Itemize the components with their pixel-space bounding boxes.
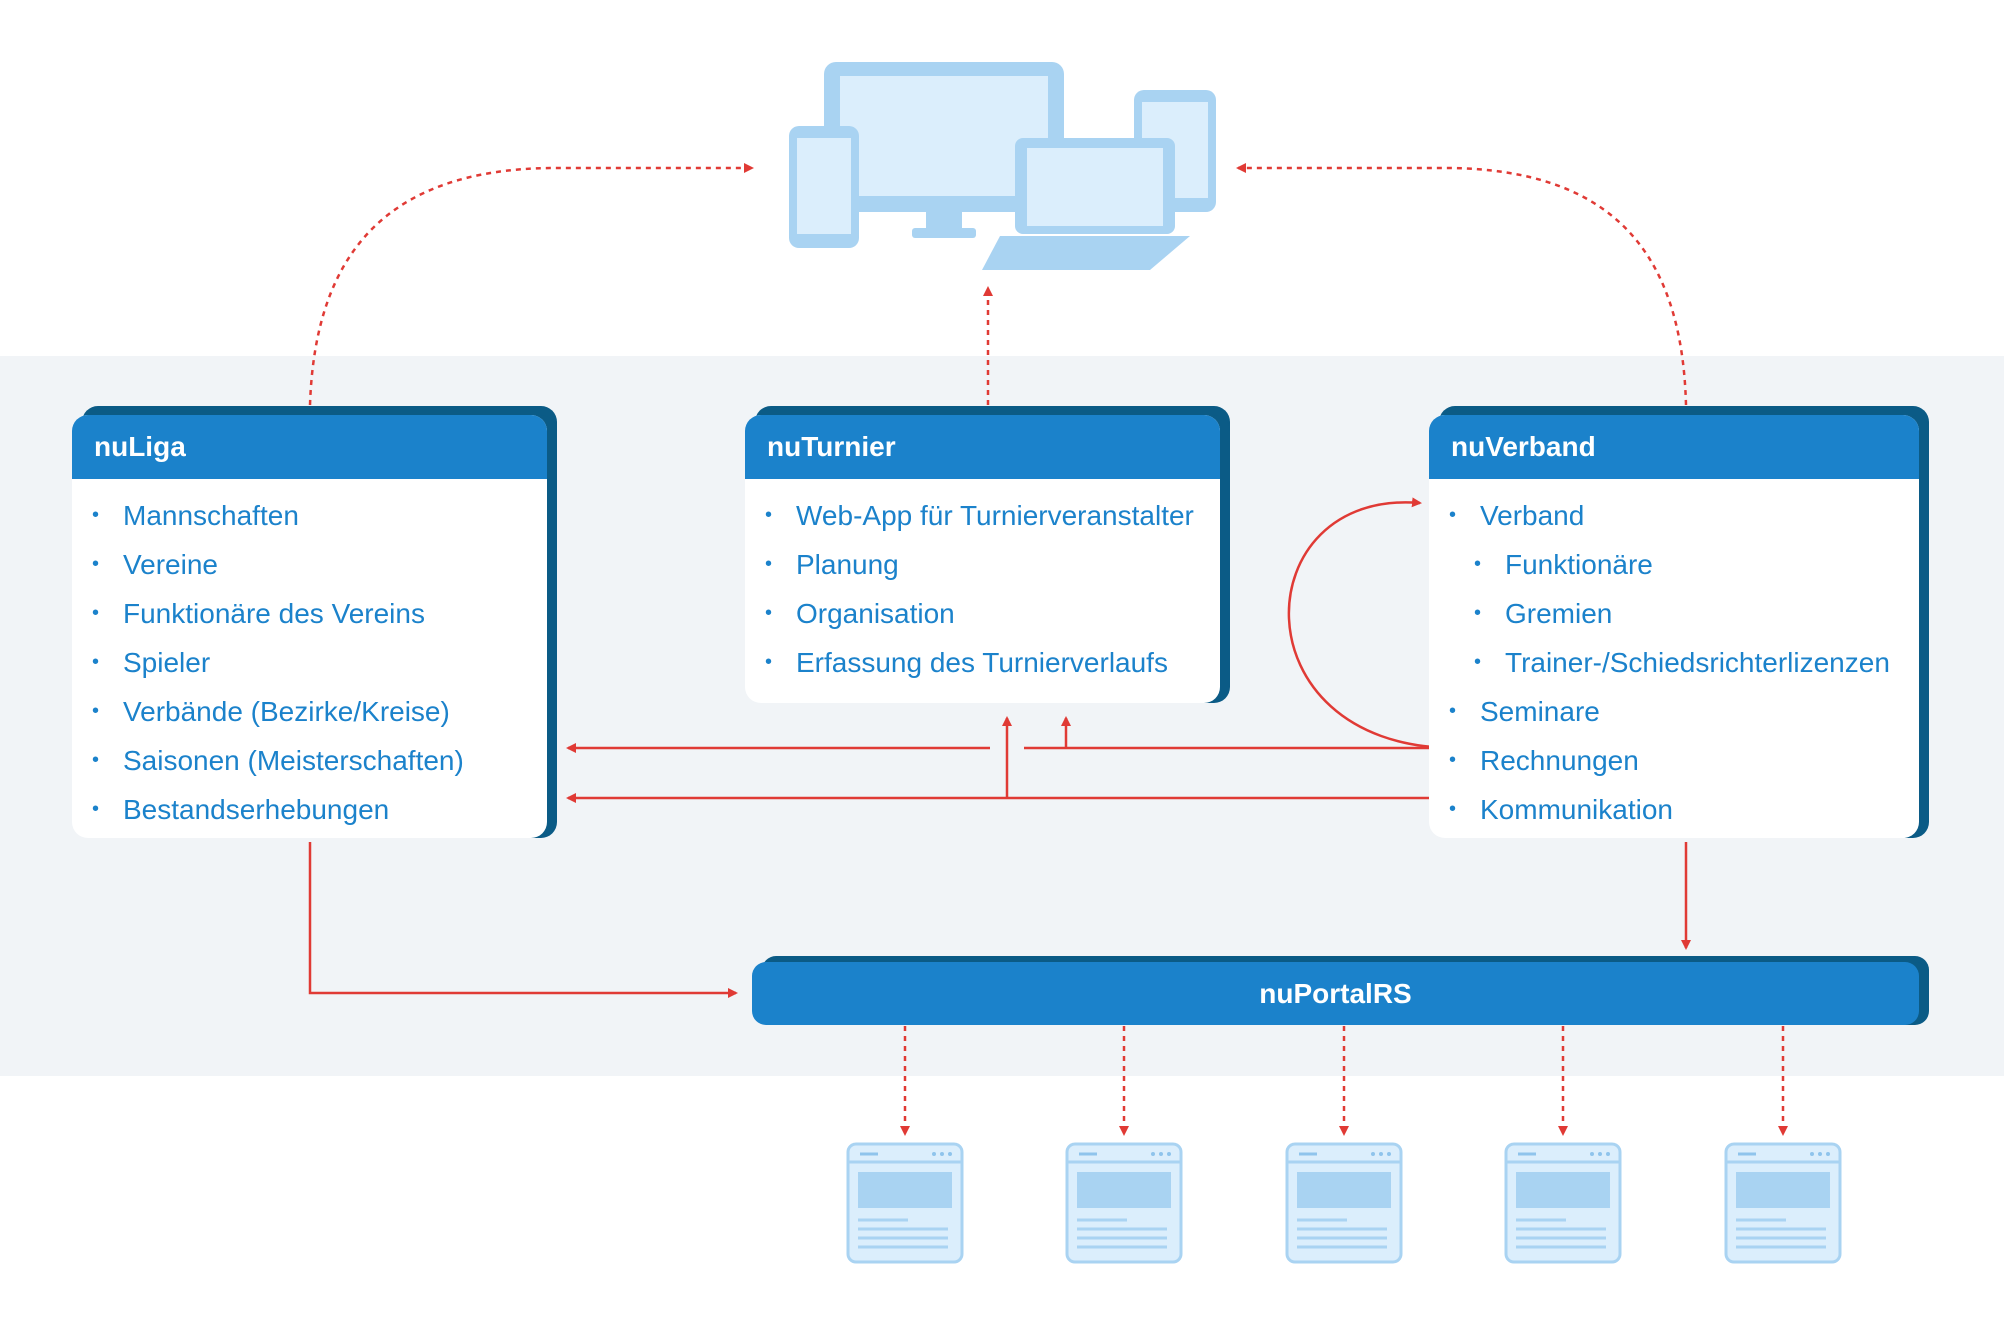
list-item: Kommunikation xyxy=(1429,785,1919,834)
web-page-icon xyxy=(1065,1142,1183,1264)
loop-arrow-rechnungen-to-verband xyxy=(1287,497,1453,750)
card-title: nuVerband xyxy=(1429,415,1919,479)
smartphone-icon xyxy=(789,126,859,248)
card-nuliga: nuLiga Mannschaften Vereine Funktionäre … xyxy=(72,415,547,838)
list-subitem: Gremien xyxy=(1429,589,1919,638)
web-page-icon xyxy=(846,1142,964,1264)
arrow-nuliga-to-portal xyxy=(308,842,738,998)
list-item: Bestandserhebungen xyxy=(72,785,547,834)
list-item: Planung xyxy=(745,540,1220,589)
list-item: Saisonen (Meisterschaften) xyxy=(72,736,547,785)
list-item: Funktionäre des Vereins xyxy=(72,589,547,638)
arrow-nuliga-to-devices xyxy=(308,163,754,406)
list-subitem: Funktionäre xyxy=(1429,540,1919,589)
web-page-icon xyxy=(1285,1142,1403,1264)
list-item: Web-App für Turnierveranstalter xyxy=(745,491,1220,540)
list-item: Verband xyxy=(1429,491,1919,540)
list-item: Rechnungen xyxy=(1429,736,1919,785)
list-item: Organisation xyxy=(745,589,1220,638)
item-list: Mannschaften Vereine Funktionäre des Ver… xyxy=(72,479,547,834)
list-item: Erfassung des Turnierverlaufs xyxy=(745,638,1220,687)
portal-page-arrows xyxy=(900,1026,1788,1136)
web-page-icon xyxy=(1504,1142,1622,1264)
list-item: Seminare xyxy=(1429,687,1919,736)
card-title: nuTurnier xyxy=(745,415,1220,479)
item-list: Verband Funktionäre Gremien Trainer-/Sch… xyxy=(1429,479,1919,834)
laptop-icon xyxy=(982,138,1190,270)
item-list: Web-App für Turnierveranstalter Planung … xyxy=(745,479,1220,687)
card-nuverband: nuVerband Verband Funktionäre Gremien Tr… xyxy=(1429,415,1919,838)
card-title: nuLiga xyxy=(72,415,547,479)
list-item: Mannschaften xyxy=(72,491,547,540)
list-item: Verbände (Bezirke/Kreise) xyxy=(72,687,547,736)
arrow-nuverband-to-devices xyxy=(1236,163,1688,406)
list-item: Spieler xyxy=(72,638,547,687)
desktop-monitor-icon xyxy=(824,62,1064,238)
web-page-icon xyxy=(1724,1142,1842,1264)
list-item: Vereine xyxy=(72,540,547,589)
devices-icon xyxy=(789,62,1216,270)
list-subitem: Trainer-/Schiedsrichterlizenzen xyxy=(1429,638,1919,687)
portal-bar: nuPortalRS xyxy=(752,962,1919,1025)
card-nuturnier: nuTurnier Web-App für Turnierveranstalte… xyxy=(745,415,1220,703)
